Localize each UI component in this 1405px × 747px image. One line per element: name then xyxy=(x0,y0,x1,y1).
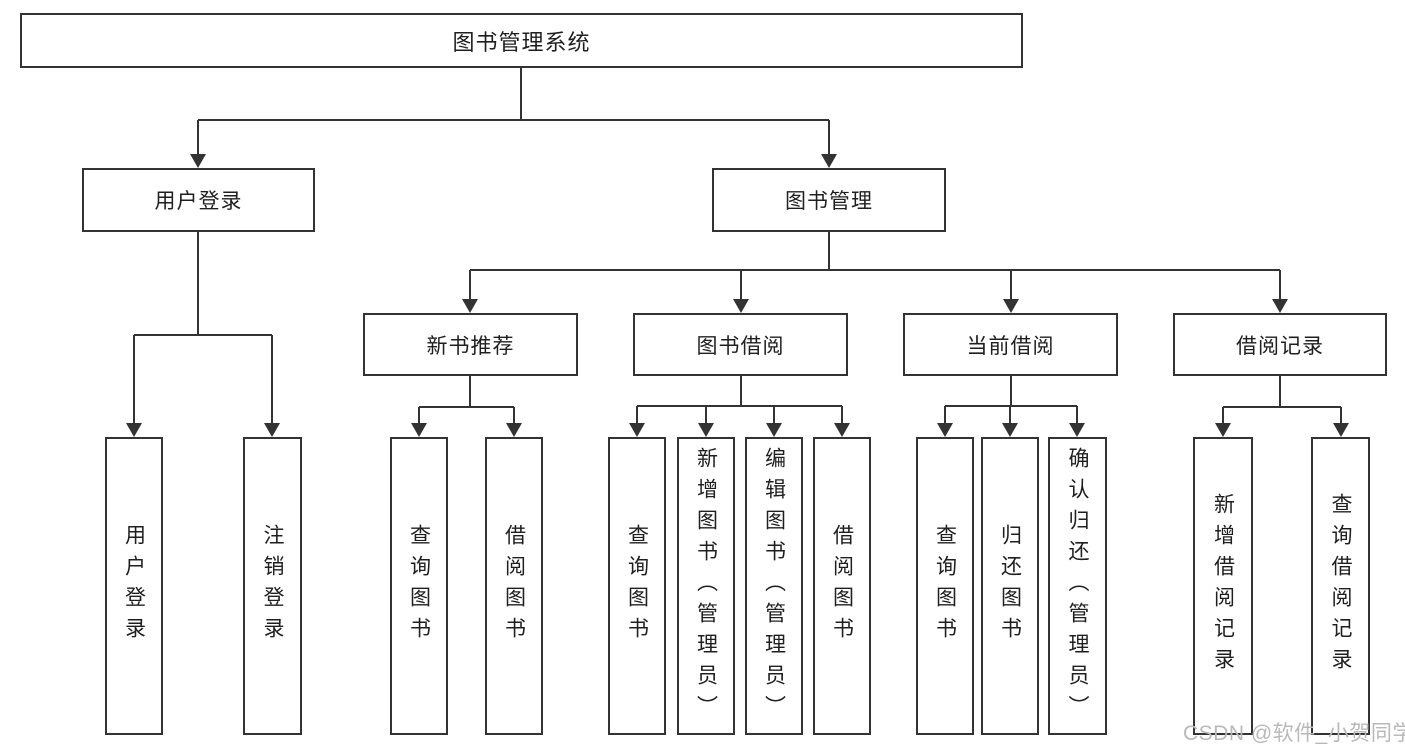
leaf-edit-book-admin: 编辑图书（管理员） xyxy=(745,437,803,735)
node-borrow-records: 借阅记录 xyxy=(1173,313,1387,376)
leaf-logout-label: 注销登录 xyxy=(261,524,284,648)
leaf-borrow-books-borrow: 借阅图书 xyxy=(813,437,871,735)
node-new-book-recommend: 新书推荐 xyxy=(363,313,578,376)
node-book-management: 图书管理 xyxy=(712,168,946,232)
connector-borrow-record-children xyxy=(1215,376,1349,437)
node-book-borrow: 图书借阅 xyxy=(633,313,848,376)
node-book-management-label: 图书管理 xyxy=(785,190,873,213)
leaf-add-book-admin-label: 新增图书（管理员） xyxy=(694,446,718,726)
node-user-login-label: 用户登录 xyxy=(154,190,243,213)
connector-current-borrow-children xyxy=(937,376,1085,437)
leaf-add-borrow-record-label: 新增借阅记录 xyxy=(1211,493,1235,679)
leaf-query-borrow-record: 查询借阅记录 xyxy=(1311,437,1370,735)
leaf-query-books-borrow: 查询图书 xyxy=(608,437,666,735)
leaf-edit-book-admin-label: 编辑图书（管理员） xyxy=(762,446,786,726)
node-root: 图书管理系统 xyxy=(20,13,1023,68)
leaf-add-borrow-record: 新增借阅记录 xyxy=(1193,437,1253,735)
leaf-user-login-label: 用户登录 xyxy=(122,524,146,648)
leaf-logout: 注销登录 xyxy=(243,437,302,735)
leaf-query-books-recommend-label: 查询图书 xyxy=(407,524,431,648)
connector-root-to-level2 xyxy=(190,68,837,168)
leaf-add-book-admin: 新增图书（管理员） xyxy=(677,437,735,735)
leaf-confirm-return-admin: 确认归还（管理员） xyxy=(1048,437,1107,735)
node-user-login: 用户登录 xyxy=(82,168,315,232)
watermark: CSDN @软件_小贺同学 xyxy=(1183,722,1405,745)
node-current-borrow-label: 当前借阅 xyxy=(966,334,1055,358)
leaf-borrow-books-borrow-label: 借阅图书 xyxy=(830,524,854,648)
leaf-borrow-books-recommend: 借阅图书 xyxy=(485,437,543,735)
leaf-return-book-label: 归还图书 xyxy=(998,524,1022,648)
node-current-borrow: 当前借阅 xyxy=(903,313,1118,376)
node-borrow-records-label: 借阅记录 xyxy=(1236,334,1324,358)
node-book-borrow-label: 图书借阅 xyxy=(696,334,785,358)
node-root-label: 图书管理系统 xyxy=(452,29,591,55)
leaf-query-books-current: 查询图书 xyxy=(916,437,974,735)
leaf-confirm-return-admin-label: 确认归还（管理员） xyxy=(1066,446,1089,726)
leaf-query-books-recommend: 查询图书 xyxy=(390,437,448,735)
leaf-query-books-current-label: 查询图书 xyxy=(933,524,957,648)
connector-user-login-children xyxy=(126,232,280,437)
connector-book-management-children xyxy=(462,232,1288,313)
leaf-query-borrow-record-label: 查询借阅记录 xyxy=(1329,493,1352,679)
leaf-borrow-books-recommend-label: 借阅图书 xyxy=(502,524,526,648)
leaf-query-books-borrow-label: 查询图书 xyxy=(625,524,649,648)
leaf-return-book: 归还图书 xyxy=(981,437,1039,735)
connector-new-book-children xyxy=(411,376,522,437)
connector-book-borrow-children xyxy=(629,376,850,437)
leaf-user-login: 用户登录 xyxy=(105,437,163,735)
node-new-book-recommend-label: 新书推荐 xyxy=(426,334,515,358)
